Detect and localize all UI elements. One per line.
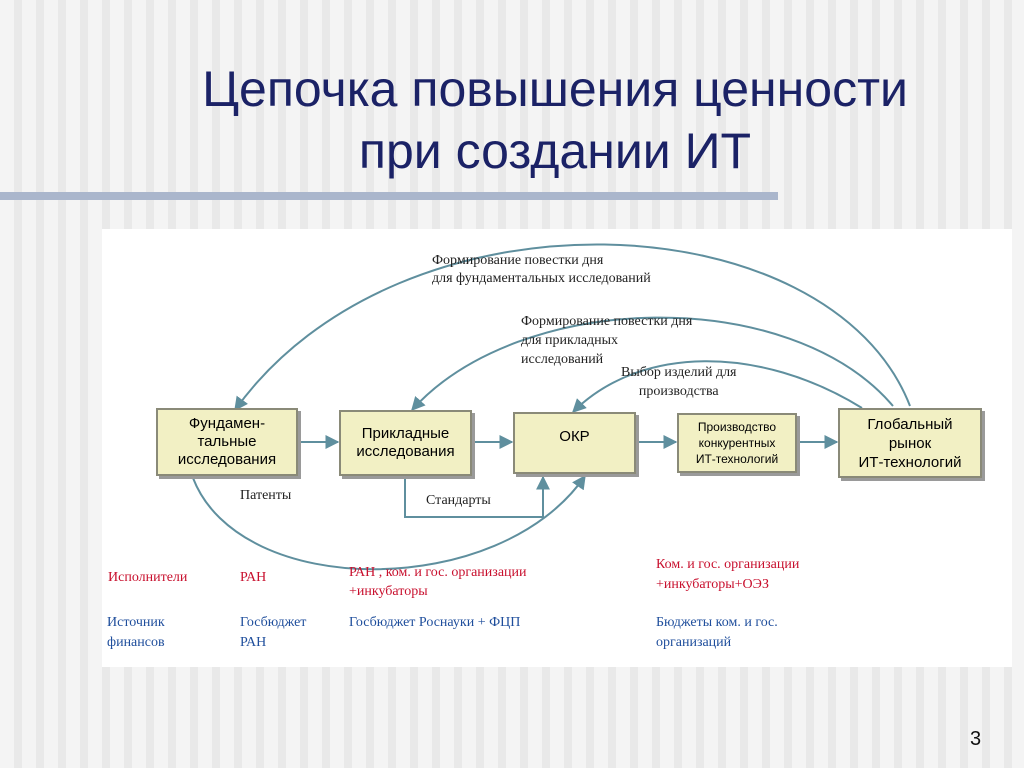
box-production-label: Производство конкурентных ИТ-технологий (695, 420, 779, 466)
arrow-market-to-okr (572, 360, 863, 413)
arrow-market-to-fundamental (234, 243, 911, 412)
label-standards: Стандарты (426, 493, 491, 508)
label-fundamental-agenda: Формирование повестки дня для фундамента… (432, 253, 651, 286)
row-funding-label: Источник финансов (107, 615, 165, 650)
label-applied-agenda: Формирование повестки дня для прикладных… (521, 314, 693, 367)
label-patents: Патенты (240, 488, 292, 503)
slide-title: Цепочка повышения ценности при создании … (202, 61, 908, 179)
title-underline-bar (0, 192, 778, 200)
arrow-standards (404, 475, 550, 518)
row-executors-col2: РАН , ком. и гос. организации +инкубатор… (349, 565, 527, 599)
page-number: 3 (970, 728, 982, 750)
arrow-fundamental-to-okr (192, 474, 586, 571)
row-funding-col3: Бюджеты ком. и гос. организаций (656, 615, 778, 650)
label-product-selection: Выбор изделий для производства (621, 365, 737, 399)
row-funding-col2: Госбюджет Роснауки + ФЦП (349, 615, 521, 630)
box-fundamental-research: Фундамен- тальные исследования (156, 408, 298, 476)
box-global-market: Глобальный рынок ИТ-технологий (838, 408, 982, 478)
box-global-market-label: Глобальный рынок ИТ-технологий (858, 415, 962, 471)
box-applied-research: Прикладные исследования (339, 410, 472, 476)
box-okr: ОКР (513, 412, 636, 474)
row-executors-col3: Ком. и гос. организации +инкубаторы+ОЭЗ (656, 557, 800, 592)
box-applied-research-label: Прикладные исследования (356, 425, 455, 460)
box-production: Производство конкурентных ИТ-технологий (677, 413, 797, 473)
row-funding-col1: Госбюджет РАН (240, 615, 307, 650)
row-executors-label: Исполнители (108, 570, 188, 585)
row-executors-col1: РАН (240, 570, 267, 585)
box-fundamental-research-label: Фундамен- тальные исследования (177, 415, 277, 468)
box-okr-label: ОКР (559, 428, 590, 445)
arrow-market-to-applied (411, 316, 894, 412)
